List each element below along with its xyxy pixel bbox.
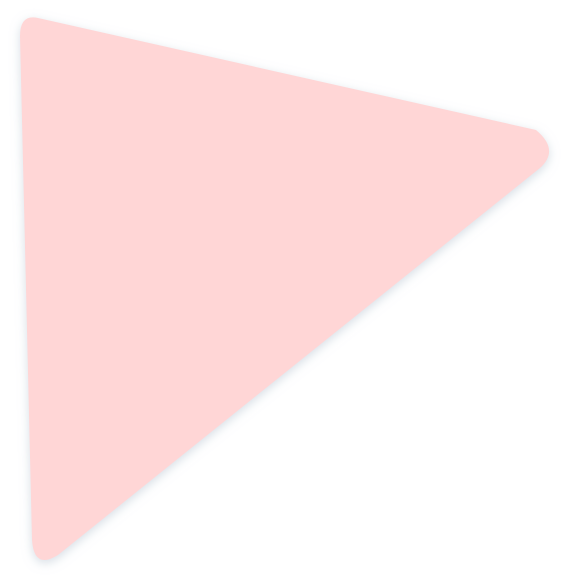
- pink-triangle-shape: [20, 17, 550, 560]
